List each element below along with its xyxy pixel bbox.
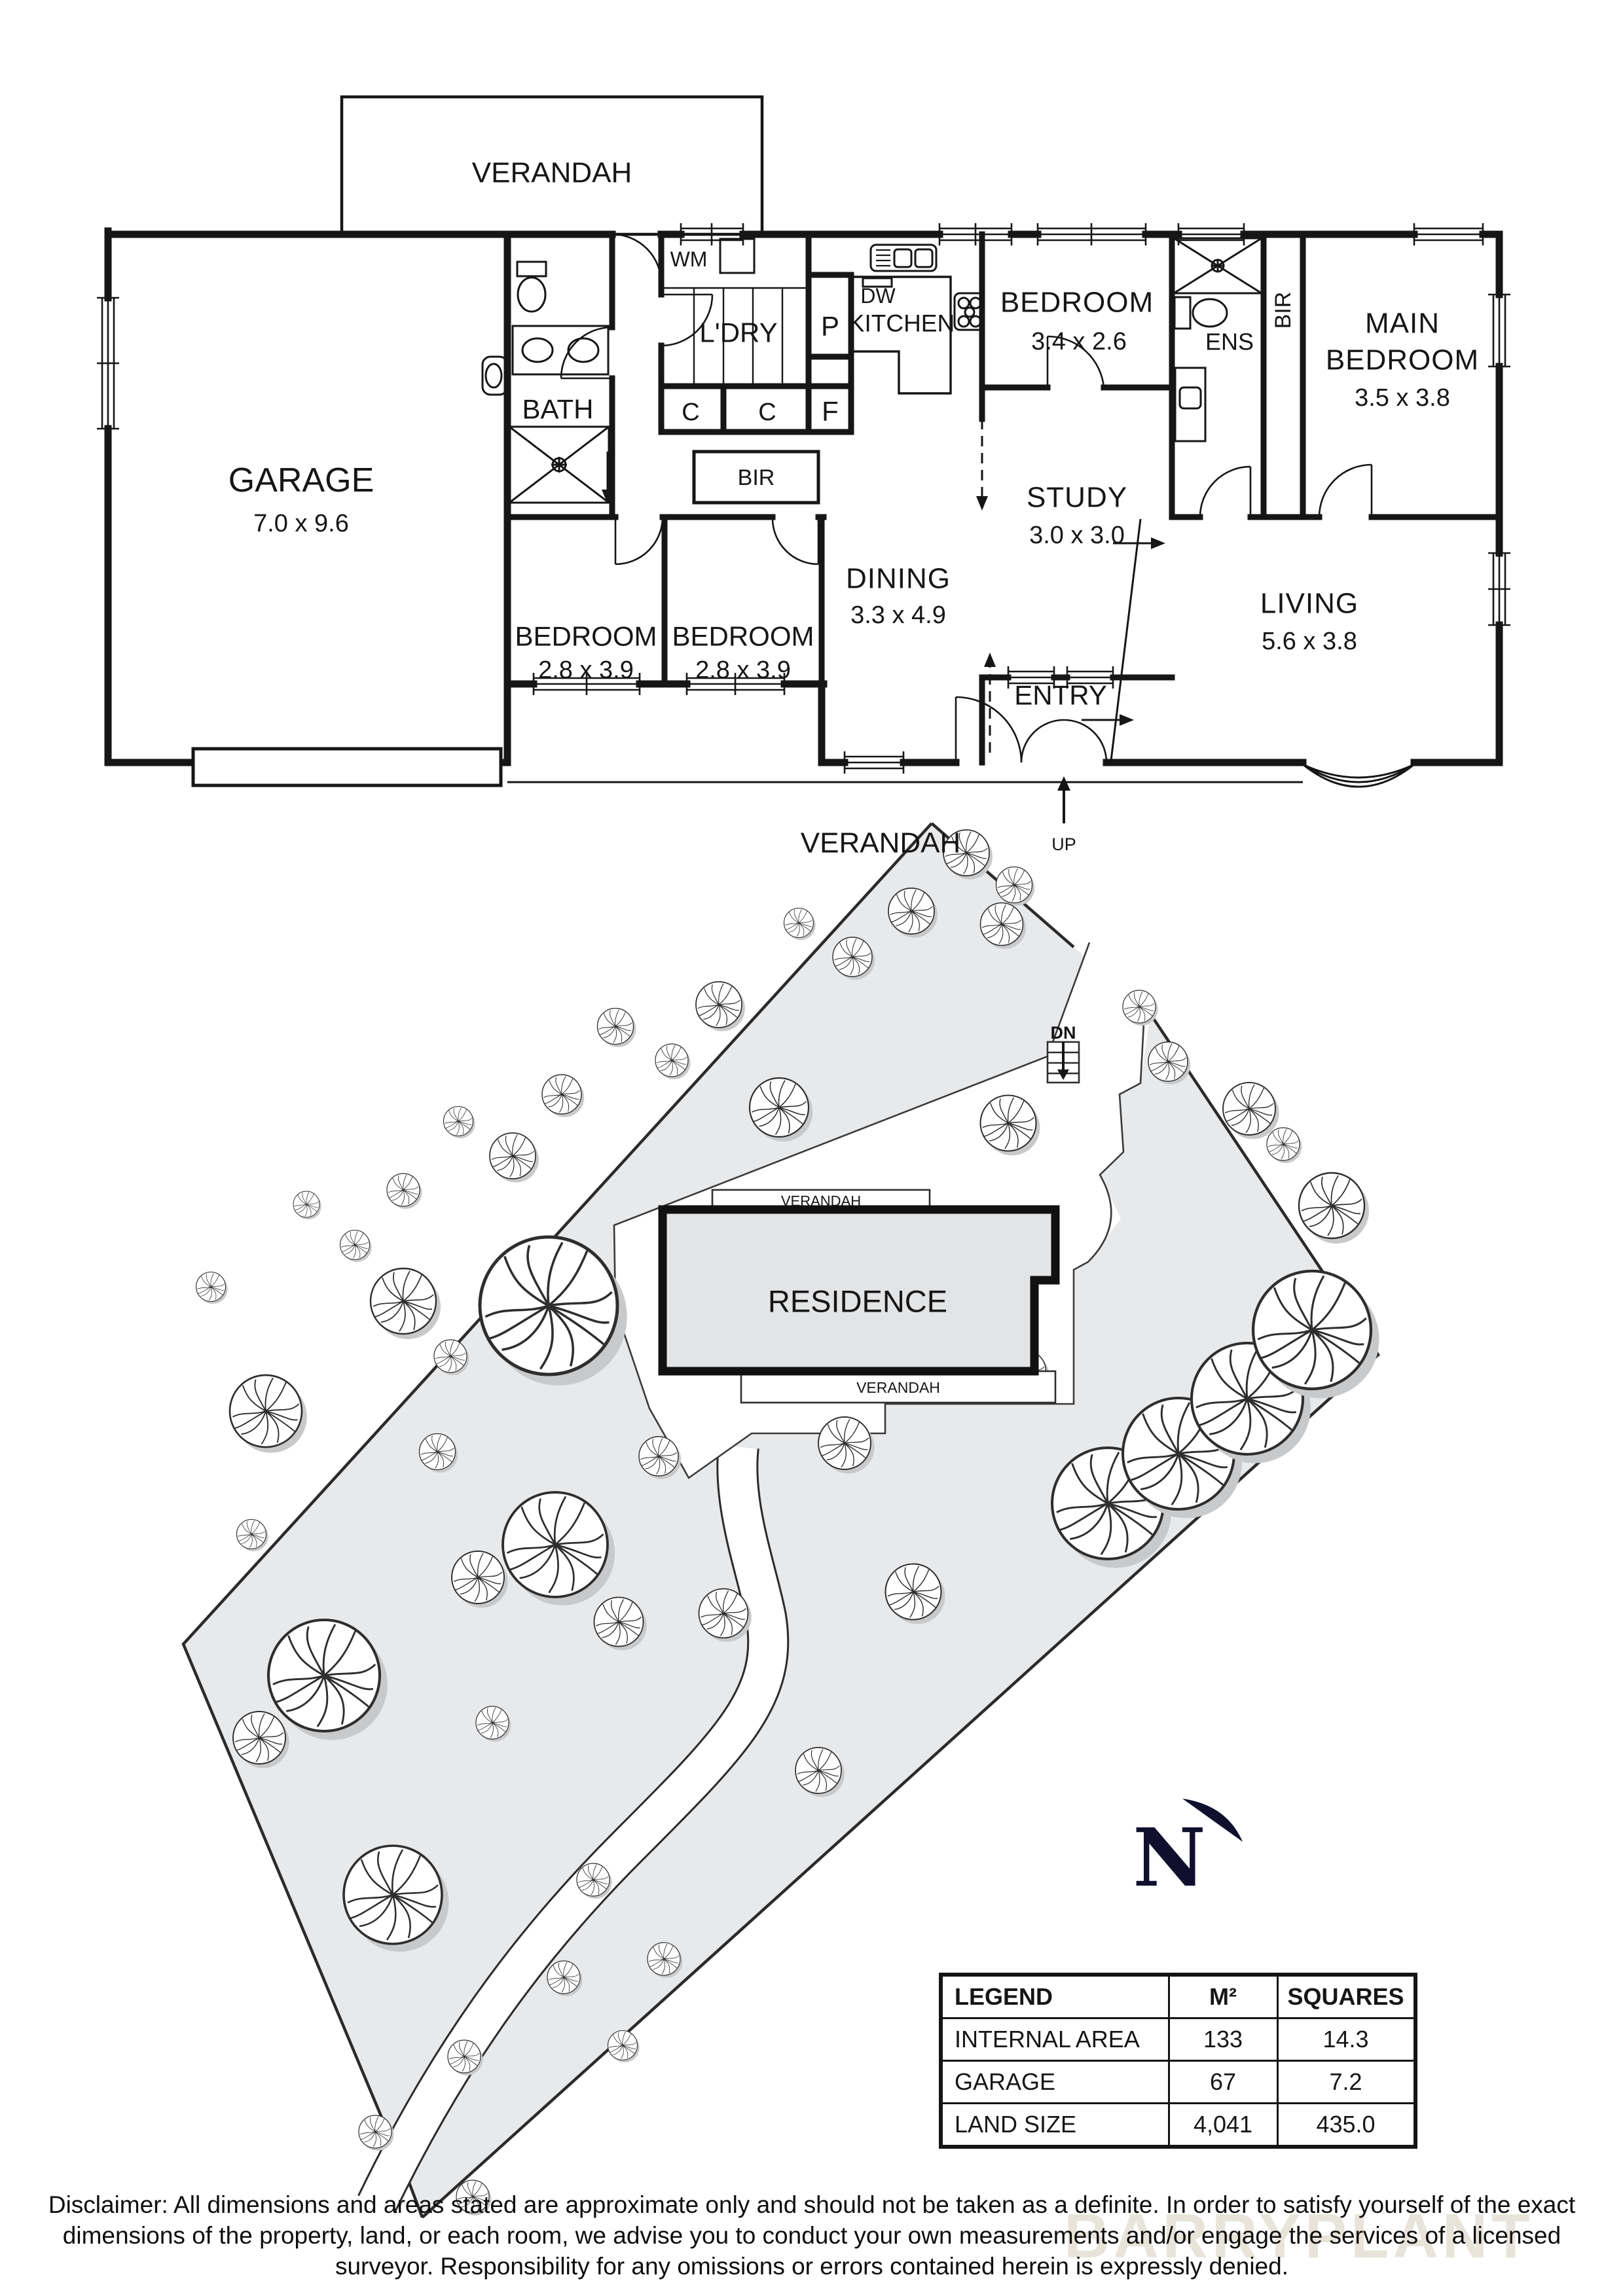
residence-outline <box>658 1205 1060 1376</box>
legend-cell-m2: 4,041 <box>1167 2102 1279 2148</box>
bedroom2-dims: 2.8 x 3.9 <box>538 656 634 684</box>
legend-cell-squares: 7.2 <box>1276 2060 1417 2104</box>
interior-walls <box>504 231 1503 766</box>
bedroom2-label: BEDROOM <box>515 621 657 652</box>
legend-cell-label: INTERNAL AREA <box>939 2017 1170 2062</box>
dining-dims: 3.3 x 4.9 <box>850 601 946 629</box>
bir-hall-box <box>692 450 820 505</box>
legend-table: LEGEND M² SQUARES INTERNAL AREA 133 14.3… <box>939 1973 1417 2149</box>
bedroom4-label: BEDROOM <box>1000 287 1154 319</box>
up-label: UP <box>1051 834 1076 854</box>
verandah-bottom-label: VERANDAH <box>801 827 961 859</box>
plan-arrows <box>602 419 1165 823</box>
legend-cell-label: GARAGE <box>939 2060 1170 2104</box>
kitchen-label: KITCHEN <box>848 310 955 337</box>
living-label: LIVING <box>1260 588 1359 620</box>
main-bedroom-line1: MAIN <box>1365 308 1440 340</box>
garage-door <box>191 747 503 787</box>
closet-1-label: C <box>682 399 699 426</box>
kitchen-fixtures <box>848 243 985 395</box>
legend-cell-squares: 14.3 <box>1276 2017 1417 2062</box>
dining-label: DINING <box>846 563 951 595</box>
legend-row-internal-area: INTERNAL AREA 133 14.3 <box>939 2017 1417 2062</box>
legend-header-squares: SQUARES <box>1276 1973 1417 2019</box>
legend-header-name: LEGEND <box>939 1973 1170 2019</box>
main-bedroom-dims: 3.5 x 3.8 <box>1355 384 1450 412</box>
bedroom3-dims: 2.8 x 3.9 <box>695 656 791 684</box>
windows <box>97 223 1510 774</box>
legend-cell-squares: 435.0 <box>1276 2102 1417 2148</box>
bir-main-label: BIR <box>1271 292 1296 329</box>
bath-label: BATH <box>522 394 594 425</box>
legend-header-row: LEGEND M² SQUARES <box>939 1973 1417 2019</box>
living-dims: 5.6 x 3.8 <box>1262 628 1357 655</box>
legend-cell-m2: 133 <box>1167 2017 1279 2062</box>
dn-steps: DN <box>1046 1023 1080 1084</box>
bedroom4-dims: 3.4 x 2.6 <box>1031 328 1127 355</box>
residence-verandah-bottom-strip <box>740 1370 1057 1404</box>
up-arrow <box>1057 776 1070 791</box>
disclaimer-text: Disclaimer: All dimensions and areas sta… <box>48 2191 1576 2280</box>
residence-label: RESIDENCE <box>768 1284 947 1319</box>
laundry-label: L'DRY <box>699 317 777 348</box>
legend-header-m2: M² <box>1167 1973 1279 2019</box>
closet-2-label: C <box>758 399 776 426</box>
bath-fixtures <box>481 260 610 504</box>
ensuite-label: ENS <box>1205 329 1254 355</box>
legend-row-land-size: LAND SIZE 4,041 435.0 <box>939 2102 1417 2148</box>
residence-footprint: VERANDAH VERANDAH RESIDENCE <box>658 1189 1060 1404</box>
dn-label: DN <box>1051 1023 1076 1043</box>
entry-label: ENTRY <box>1014 680 1107 711</box>
legend-row-garage: GARAGE 67 7.2 <box>939 2060 1417 2104</box>
legend-cell-label: LAND SIZE <box>939 2102 1170 2148</box>
study-dims: 3.0 x 3.0 <box>1029 522 1125 549</box>
dn-arrow <box>1057 1069 1069 1080</box>
bay-window <box>1302 763 1415 788</box>
bedroom3-label: BEDROOM <box>672 621 814 652</box>
main-bedroom-line2: BEDROOM <box>1326 344 1479 376</box>
ensuite-fixtures <box>1173 237 1263 442</box>
north-arrow: N <box>1133 1799 1243 1905</box>
doors <box>560 233 1373 763</box>
site-verandah-bottom-label: VERANDAH <box>856 1379 940 1396</box>
verandah-top-label: VERANDAH <box>472 157 632 189</box>
pantry-label: P <box>821 311 839 342</box>
watermark: BARRYPLANT <box>1064 2201 1534 2271</box>
north-pointer-icon <box>1182 1799 1243 1842</box>
site-verandah-top-label: VERANDAH <box>781 1193 861 1210</box>
study-label: STUDY <box>1027 482 1127 514</box>
verandah-top-box <box>340 95 764 236</box>
clearing-outline <box>613 942 1146 1479</box>
wm-label: WM <box>670 247 708 271</box>
legend-cell-m2: 67 <box>1167 2060 1279 2104</box>
floor-plan: VERANDAH GARAGE 7.0 x 9.6 BATH WM L'DRY … <box>97 95 1510 859</box>
north-label: N <box>1133 1810 1206 1905</box>
site-plan: VERANDAH VERANDAH RESIDENCE DN <box>181 822 1379 2219</box>
garage-dims: 7.0 x 9.6 <box>253 510 349 537</box>
laundry-fixtures <box>661 238 809 386</box>
garage-label: GARAGE <box>228 461 374 499</box>
dishwasher-label: DW <box>860 284 896 308</box>
fridge-label: F <box>822 396 839 427</box>
bir-hall-label: BIR <box>738 465 775 490</box>
